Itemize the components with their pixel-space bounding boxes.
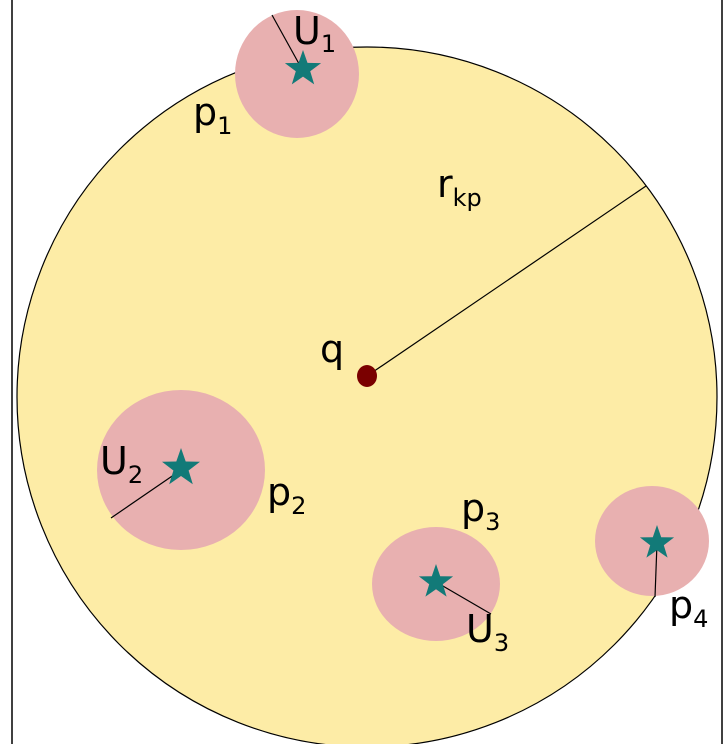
region-label-u3: U3 — [466, 607, 509, 657]
object-label-p4: p4 — [669, 583, 708, 633]
uncertainty-radius-p4 — [654, 542, 658, 598]
search-range-circle — [16, 46, 718, 744]
uncertainty-radius-p2 — [110, 469, 182, 519]
object-star-p4-icon — [639, 525, 675, 558]
object-star-p3-icon — [418, 564, 454, 597]
uncertainty-radius-p3 — [435, 581, 492, 615]
query-label: q — [320, 327, 344, 371]
query-point — [357, 365, 377, 387]
object-star-p2-icon — [162, 448, 200, 485]
object-label-p2: p2 — [267, 470, 306, 520]
object-label-p1: p1 — [193, 90, 232, 140]
region-label-u1: U1 — [293, 9, 336, 58]
radius-line — [366, 185, 647, 377]
object-label-p3: p3 — [461, 486, 500, 536]
object-star-p1-icon — [284, 50, 322, 85]
radius-label: rkp — [437, 162, 482, 212]
uncertainty-radius-p1 — [271, 14, 304, 72]
region-label-u2: U2 — [100, 439, 143, 489]
